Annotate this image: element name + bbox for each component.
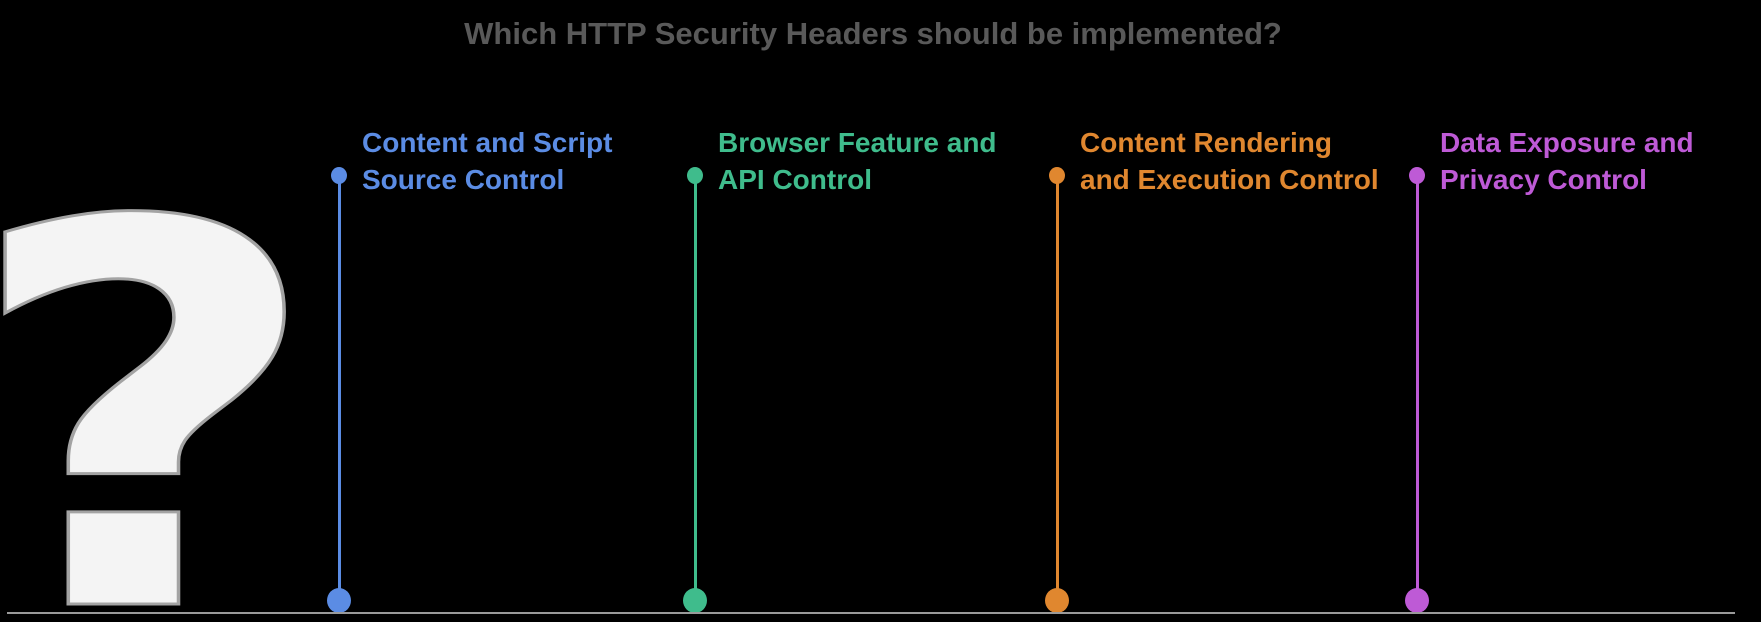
category-label-line1: Data Exposure and [1440, 127, 1694, 158]
category-vertical-line [1415, 175, 1419, 600]
category-top-dot [1409, 167, 1425, 184]
page-title: Which HTTP Security Headers should be im… [464, 16, 1282, 51]
category-vertical-line [337, 175, 341, 600]
category-label-line2: Privacy Control [1440, 164, 1647, 195]
bottom-axis-line [7, 612, 1735, 614]
category-top-dot [1049, 167, 1065, 184]
category-top-dot [687, 167, 703, 184]
category-label-line2: Source Control [362, 164, 565, 195]
category-label: Browser Feature and API Control [718, 124, 997, 198]
category-bottom-dot [1045, 588, 1069, 613]
category-label: Content Rendering and Execution Control [1080, 124, 1379, 198]
category-vertical-line [693, 175, 697, 600]
category-label-line2: API Control [718, 164, 872, 195]
question-mark-glyph: ? [0, 154, 327, 622]
category-label-line1: Browser Feature and [718, 127, 997, 158]
category-label-line1: Content and Script [362, 127, 613, 158]
category-bottom-dot [327, 588, 351, 613]
category-bottom-dot [683, 588, 707, 613]
category-vertical-line [1055, 175, 1059, 600]
category-top-dot [331, 167, 347, 184]
category-label: Content and Script Source Control [362, 124, 612, 198]
category-label: Data Exposure and Privacy Control [1440, 124, 1694, 198]
category-label-line2: and Execution Control [1080, 164, 1379, 195]
category-label-line1: Content Rendering [1080, 127, 1332, 158]
category-bottom-dot [1405, 588, 1429, 613]
